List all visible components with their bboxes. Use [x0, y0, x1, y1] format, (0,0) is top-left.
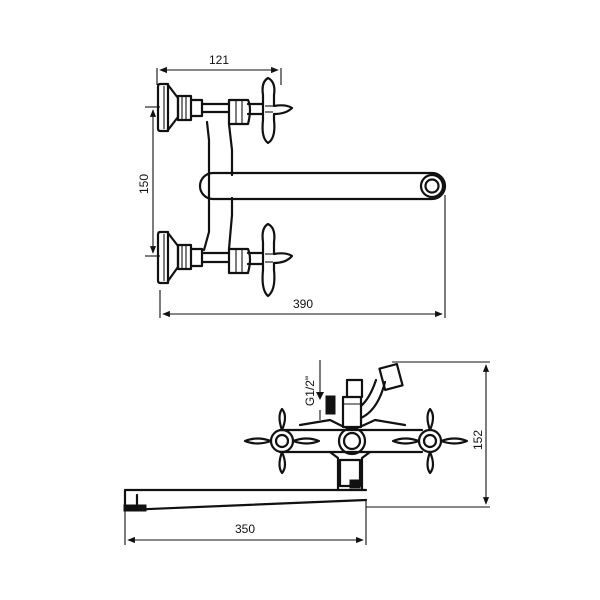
right-cross-handle-front: [391, 407, 469, 475]
mixer-body-front: [278, 428, 424, 492]
upper-cross-handle: [261, 76, 294, 145]
dimension-121: 121: [156, 53, 282, 85]
front-view: 152 G1/2" 350: [123, 360, 490, 545]
dimension-152: 152: [366, 361, 490, 508]
dim-350-label: 350: [235, 522, 255, 536]
lower-wall-flange: [156, 230, 264, 285]
upper-wall-flange: [156, 82, 264, 133]
dimension-350: 350: [124, 500, 367, 545]
dimension-150: 150: [137, 106, 160, 257]
top-view: 121 150 390: [137, 53, 447, 318]
diverter-knob: [337, 426, 367, 456]
dim-390-label: 390: [293, 297, 313, 311]
dimension-390: 390: [159, 195, 446, 318]
dim-121-label: 121: [209, 53, 229, 67]
dim-150-label: 150: [137, 174, 151, 194]
lower-cross-handle: [261, 222, 294, 298]
thread-label: G1/2": [303, 376, 317, 406]
spout-top-view: [198, 171, 447, 201]
spout-front-view: [123, 488, 368, 512]
upper-body-front: [298, 418, 407, 428]
dim-152-label: 152: [471, 430, 485, 450]
left-cross-handle-front: [243, 407, 321, 475]
shower-outlet: [325, 362, 404, 429]
dimension-thread: G1/2": [303, 360, 324, 420]
valve-body: [202, 120, 234, 252]
